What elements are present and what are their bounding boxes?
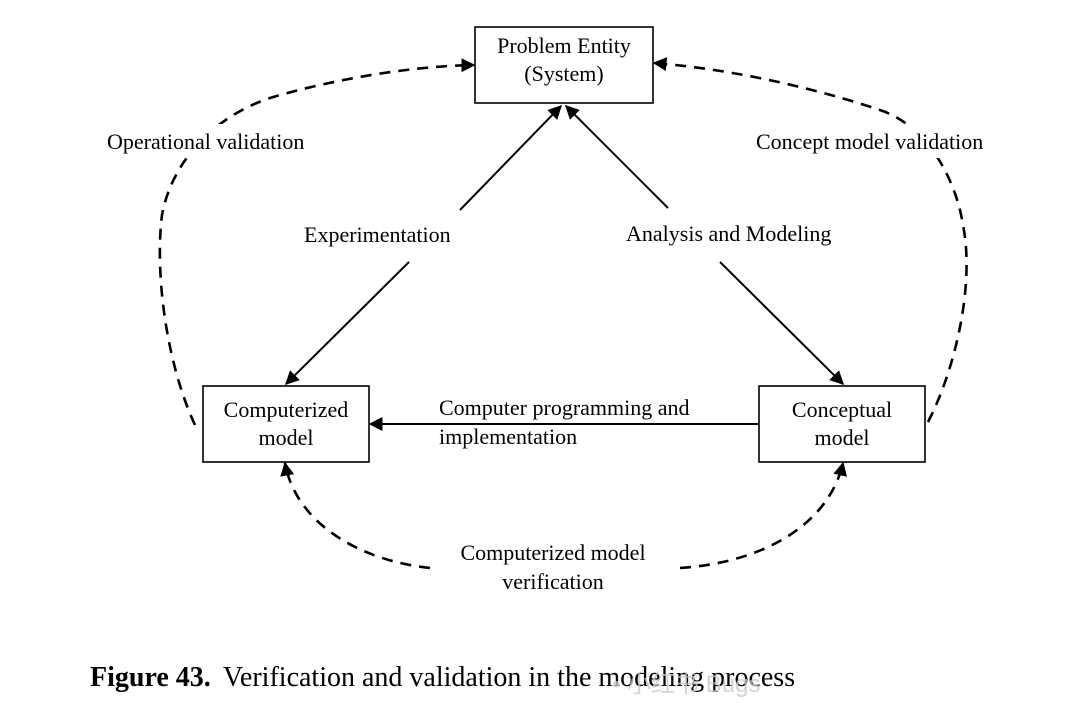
computerized-model-box: Computerized model <box>202 385 370 463</box>
figure-number: Figure 43. <box>90 662 211 693</box>
analysis-arrow-upper <box>565 105 669 209</box>
computerized-model-line1: Computerized <box>224 397 349 422</box>
conceptual-model-line1: Conceptual <box>792 397 892 422</box>
experimentation-arrow-lower <box>285 261 410 385</box>
conceptual-model-box: Conceptual model <box>758 385 926 463</box>
computerized-model-line2: model <box>259 425 314 450</box>
programming-label-line1: Computer programming and <box>439 395 690 420</box>
programming-label-line2: implementation <box>439 424 577 449</box>
experimentation-arrow-upper <box>459 104 562 211</box>
problem-entity-line1: Problem Entity <box>497 33 631 58</box>
analysis-and-modeling-label: Analysis and Modeling <box>626 221 831 246</box>
vv-diagram: Problem Entity (System) Computerized mod… <box>107 26 984 594</box>
figure-caption: Figure 43. Verification and validation in… <box>90 662 795 694</box>
verification-label-line2: verification <box>502 569 603 594</box>
problem-entity-box: Problem Entity (System) <box>474 26 654 104</box>
figure-caption-text: Verification and validation in the model… <box>222 662 796 693</box>
verification-arc-left <box>280 461 431 570</box>
operational-validation-label: Operational validation <box>107 129 304 154</box>
verification-label-line1: Computerized model <box>460 540 645 565</box>
verification-arc-right <box>679 461 848 570</box>
problem-entity-line2: (System) <box>524 61 603 86</box>
conceptual-model-line2: model <box>815 425 870 450</box>
concept-model-validation-label: Concept model validation <box>756 129 983 154</box>
analysis-arrow-lower <box>719 261 844 385</box>
experimentation-label: Experimentation <box>304 222 451 247</box>
